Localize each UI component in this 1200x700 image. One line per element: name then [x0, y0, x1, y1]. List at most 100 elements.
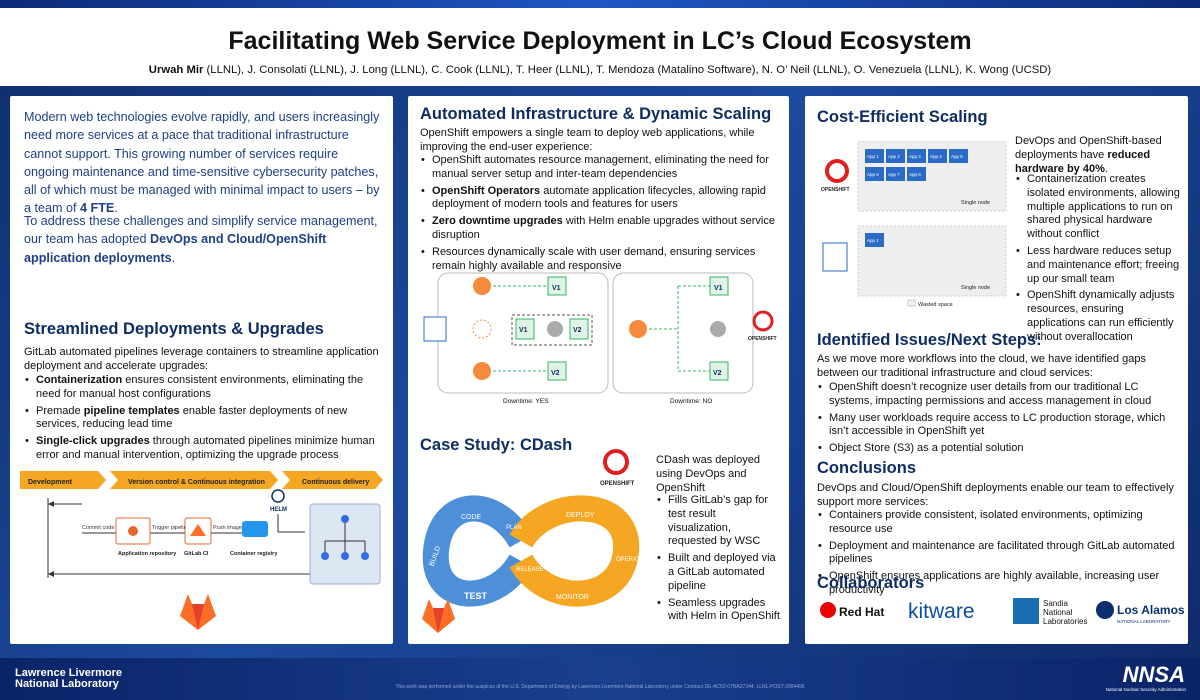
app-box — [865, 167, 884, 181]
upgrade-box — [511, 314, 593, 346]
docker-icon — [242, 521, 268, 537]
author-list: Urwah Mir (LLNL), J. Consolati (LLNL), J… — [0, 64, 1200, 76]
bullet-bold: Containerization — [36, 374, 123, 386]
bullet-text: enable faster deployments of new service… — [36, 404, 348, 431]
commit-label: Commit code — [82, 525, 114, 531]
middle-column-panel: Automated Infrastructure & Dynamic Scali… — [408, 96, 789, 644]
list-item: OpenShift dynamically adjusts resources,… — [1015, 289, 1180, 344]
v1-label: V1 — [552, 285, 561, 292]
llnl-line-2: National Laboratory — [15, 678, 119, 690]
cost-lead-period: . — [1104, 163, 1108, 175]
app-label: App 5 — [951, 154, 963, 159]
list-item: Containerization ensures consistent envi… — [24, 374, 380, 402]
list-item: Seamless upgrades with Helm in OpenShift — [656, 597, 781, 625]
poster-title: Facilitating Web Service Deployment in L… — [228, 27, 972, 55]
gitlab-ci-glyph — [190, 524, 206, 536]
v2-label: V2 — [713, 370, 722, 377]
app-box — [865, 149, 884, 163]
top-band — [0, 0, 1200, 8]
streamlined-lead: GitLab automated pipelines leverage cont… — [24, 346, 379, 372]
stage-development-label: Development — [28, 479, 73, 486]
app-label: App 1 — [867, 154, 879, 159]
collaborator-logos: Red Hat kitware Sandia National Laborato… — [820, 598, 1185, 626]
loop-release-label: RELEASE — [516, 567, 544, 573]
cdash-heading: Case Study: CDash — [420, 436, 573, 454]
sandia-line-2: National — [1043, 608, 1073, 617]
los-alamos-logo-text: Los Alamos — [1117, 603, 1185, 617]
gitlab-logo-icon — [422, 599, 455, 633]
downtime-no-caption: Downtime: NO — [670, 398, 712, 405]
list-item: Many user workloads require access to LC… — [817, 412, 1177, 440]
cost-lead-bold: reduced hardware by 40% — [1015, 149, 1151, 175]
app-label: App 8 — [909, 172, 921, 177]
sandia-line-3: Laboratories — [1043, 617, 1087, 626]
bullet-text: Premade — [36, 404, 84, 417]
bullet-text: automate application lifecycles, allowin… — [432, 184, 766, 211]
loop-operate-label: OPERATE — [616, 557, 644, 563]
streamlined-heading: Streamlined Deployments & Upgrades — [24, 320, 324, 338]
automated-heading: Automated Infrastructure & Dynamic Scali… — [420, 105, 772, 123]
conclusions-heading: Conclusions — [817, 459, 917, 477]
loop-plan-label: PLAN — [506, 525, 522, 531]
wasted-space-label: Wasted space — [918, 302, 953, 308]
devops-loop-diagram: CODE BUILD TEST PLAN RELEASE DEPLOY OPER… — [422, 495, 644, 633]
sandia-line-1: Sandia — [1043, 599, 1068, 608]
list-item: OpenShift doesn’t recognize user details… — [817, 381, 1177, 409]
v1-label: V1 — [714, 285, 723, 292]
app-box — [886, 167, 905, 181]
app-label: App 1 — [867, 238, 879, 243]
app-label: App 2 — [888, 154, 900, 159]
cost-lead-text: DevOps and OpenShift-based deployments h… — [1015, 135, 1162, 161]
kitware-logo-text: kitware — [908, 600, 975, 623]
openshift-label: OPENSHIFT — [748, 336, 777, 342]
list-item: Containerization creates isolated enviro… — [1015, 173, 1180, 242]
openshift-label: OPENSHIFT — [821, 187, 850, 193]
cdash-bullets: Fills GitLab’s gap for test result visua… — [656, 494, 781, 627]
los-alamos-sub: NATIONAL LABORATORY — [1117, 619, 1171, 624]
server-icon — [423, 316, 447, 342]
v2-box — [547, 361, 567, 381]
app-box — [949, 149, 968, 163]
left-column-panel: Modern web technologies evolve rapidly, … — [10, 96, 393, 644]
repo-caption: Application repository — [118, 551, 177, 557]
helm-icon — [271, 489, 285, 503]
intro-text: Modern web technologies evolve rapidly, … — [24, 110, 380, 216]
gear-icon — [710, 321, 726, 337]
list-item: Object Store (S3) as a potential solutio… — [817, 442, 1177, 456]
single-node-label: Single node — [961, 200, 990, 206]
loop-code-label: CODE — [461, 514, 482, 521]
loop-test-label: TEST — [464, 591, 488, 601]
k8s-pod-icon — [341, 552, 349, 560]
intro-paragraph-2: To address these challenges and simplify… — [24, 212, 380, 267]
openshift-logo-icon — [825, 159, 849, 183]
openshift-logo-icon — [752, 310, 774, 332]
intro2-bold: DevOps and Cloud/OpenShift application d… — [24, 232, 327, 265]
server-icon — [822, 242, 848, 272]
trigger-label: Trigger pipeline — [152, 525, 190, 531]
intro2-text: To address these challenges and simplify… — [24, 214, 378, 247]
app-box — [928, 149, 947, 163]
stage-ci-arrow — [110, 471, 278, 489]
stage-cd-arrow — [282, 471, 383, 489]
loop-monitor-label: MONITOR — [556, 594, 589, 601]
conclusions-lead: DevOps and Cloud/OpenShift deployments e… — [817, 482, 1174, 508]
stage-cd-label: Continuous delivery — [302, 479, 369, 486]
k8s-node-icon — [341, 515, 349, 523]
openshift-logo: OPENSHIFT — [600, 449, 635, 487]
bullet-text: ensures consistent environments, elimina… — [36, 374, 364, 400]
openshift-logo-icon — [603, 449, 629, 475]
helm-label: HELM — [270, 507, 287, 513]
app-box — [865, 233, 884, 247]
bullet-bold: pipeline templates — [83, 404, 180, 417]
los-alamos-logo-icon — [1096, 601, 1114, 619]
gear-icon — [547, 321, 563, 337]
app-box — [886, 149, 905, 163]
intro2-period: . — [171, 250, 176, 265]
list-item: Premade pipeline templates enable faster… — [24, 405, 380, 433]
loop-deploy-label: DEPLOY — [566, 512, 595, 519]
bullet-bold: OpenShift Operators — [432, 184, 541, 197]
bullet-text: through automated pipelines minimize hum… — [36, 435, 375, 461]
